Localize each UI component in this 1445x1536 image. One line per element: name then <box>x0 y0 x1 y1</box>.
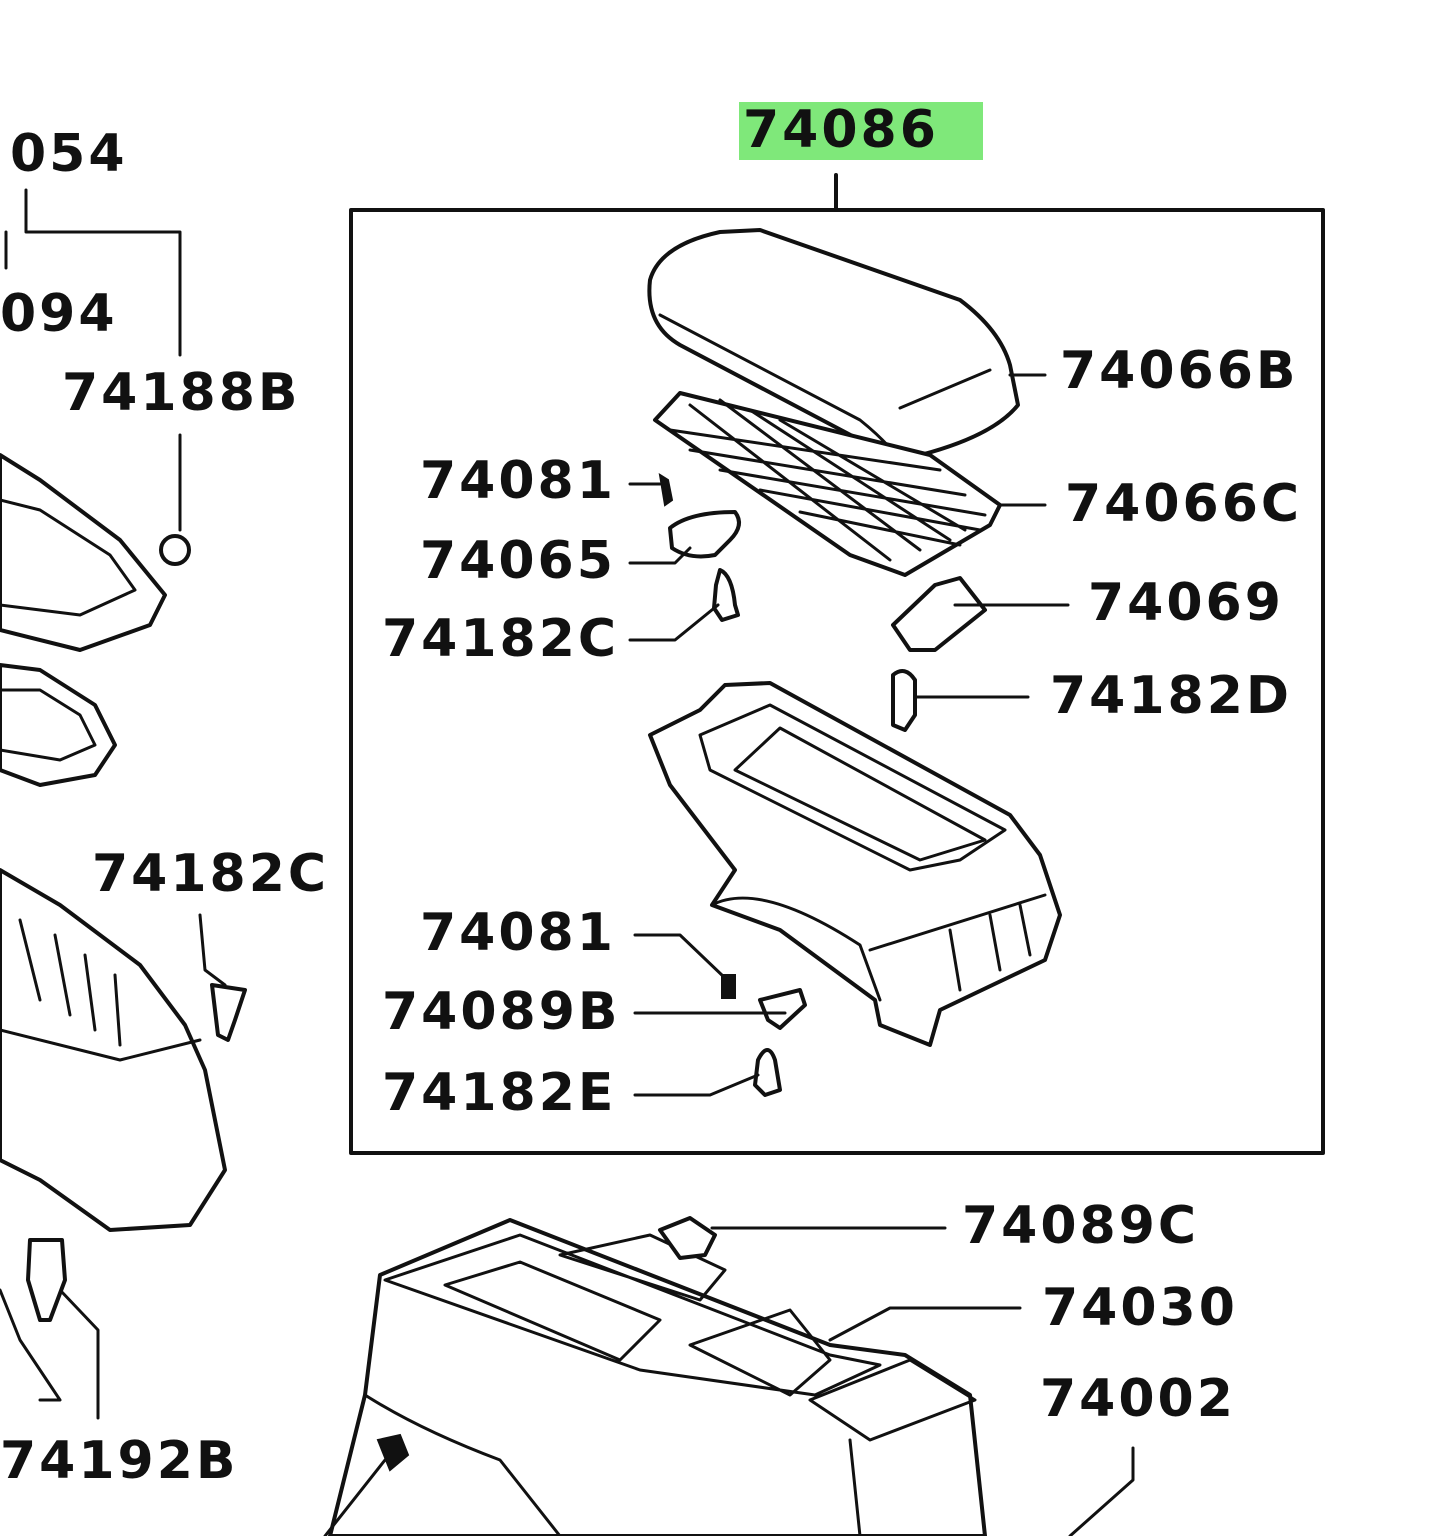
part-label-094[interactable]: 094 <box>0 284 118 344</box>
left-console-front <box>0 868 227 1232</box>
leader-054 <box>24 188 182 357</box>
part-label-74002[interactable]: 74002 <box>1040 1369 1236 1429</box>
lower-console <box>328 1218 987 1536</box>
part-label-74182d[interactable]: 74182D <box>1050 666 1293 726</box>
bracket-74069-part <box>891 576 987 652</box>
part-label-74065[interactable]: 74065 <box>420 531 616 591</box>
part-label-054[interactable]: 054 <box>10 124 128 184</box>
part-label-74081-bottom[interactable]: 74081 <box>420 903 616 963</box>
armrest-base-front <box>710 893 1047 1002</box>
clip-74065-part <box>668 510 741 559</box>
left-clip <box>0 1288 62 1402</box>
part-label-74192b[interactable]: 74192B <box>0 1431 239 1491</box>
armrest-pad <box>647 228 1020 462</box>
armrest-grid <box>653 391 1002 577</box>
left-bezel-mid-inner <box>0 688 97 762</box>
left-bezel-mid <box>0 663 117 787</box>
left-screw-74192b <box>26 1238 67 1322</box>
screw-74081-bottom-part <box>721 974 736 999</box>
screw-74182e-part <box>753 1048 782 1097</box>
lower-console-side <box>363 1393 862 1536</box>
screw-74182d-part <box>891 669 917 732</box>
leader-74192b <box>58 1288 100 1420</box>
part-label-74066c[interactable]: 74066C <box>1065 474 1303 534</box>
left-screw-74188b <box>159 534 191 566</box>
part-label-74089c[interactable]: 74089C <box>962 1196 1200 1256</box>
part-label-74069[interactable]: 74069 <box>1088 573 1284 633</box>
clip-74089b-part <box>758 988 807 1030</box>
armrest-grid-mesh <box>668 398 987 562</box>
screw-74081-top-part <box>658 472 674 507</box>
left-bezel-upper-inner <box>0 498 137 617</box>
part-label-74066b[interactable]: 74066B <box>1060 341 1299 401</box>
left-console-vents <box>0 918 202 1062</box>
leader-74081-bottom <box>633 933 727 980</box>
part-label-74030[interactable]: 74030 <box>1042 1278 1238 1338</box>
left-screw-74182c <box>210 983 247 1042</box>
leader-74002 <box>1068 1446 1135 1536</box>
lower-console-top <box>383 1233 977 1442</box>
leader-lower-left <box>323 1458 387 1536</box>
leader-74182c-inset <box>628 603 720 642</box>
part-label-74089b[interactable]: 74089B <box>382 982 621 1042</box>
part-label-74182e[interactable]: 74182E <box>382 1063 617 1123</box>
clip-74089c-part <box>658 1216 717 1260</box>
leader-74182c-outer <box>198 913 227 987</box>
part-label-74182c-outer[interactable]: 74182C <box>92 844 330 904</box>
armrest-base-opening <box>698 703 1007 872</box>
part-label-74188b[interactable]: 74188B <box>62 363 301 423</box>
leader-74182e <box>633 1073 760 1097</box>
left-bezel-upper <box>0 453 167 652</box>
leader-74030 <box>828 1306 1022 1342</box>
part-label-74182c-inset[interactable]: 74182C <box>382 609 620 669</box>
armrest-base <box>648 681 1062 1047</box>
assembly-number-label[interactable]: 74086 <box>739 102 983 160</box>
leader-74065 <box>628 546 692 565</box>
screw-74182c-inset-part <box>712 568 740 622</box>
part-label-74081-top[interactable]: 74081 <box>420 451 616 511</box>
